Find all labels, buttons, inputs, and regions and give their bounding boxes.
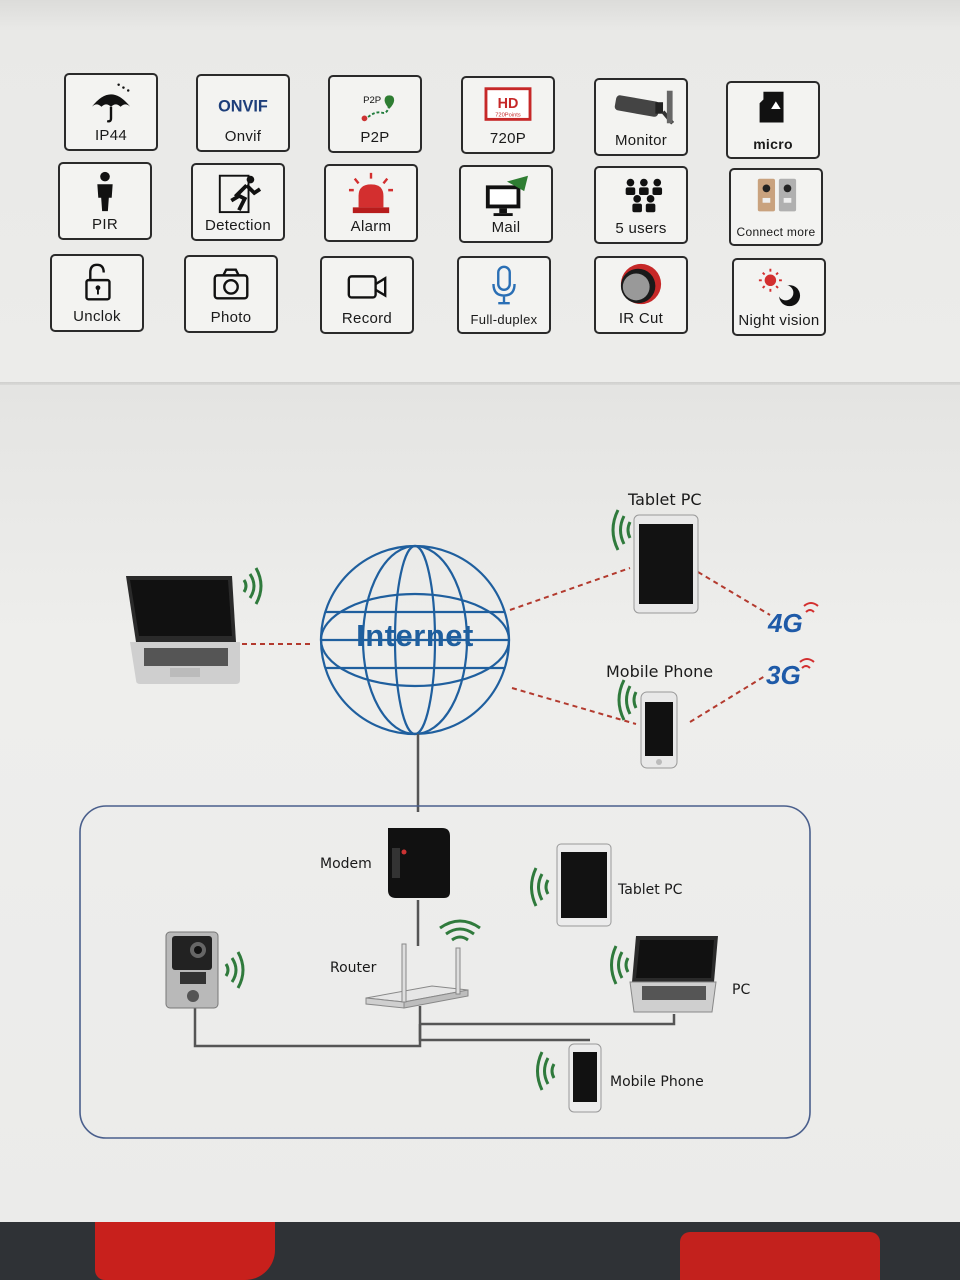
feature-connect-more: Connect more	[729, 168, 823, 246]
feature-label: PIR	[92, 216, 118, 233]
3g-badge: 3G	[766, 660, 801, 690]
feature-label: Onvif	[224, 128, 262, 145]
wifi-signal-icon	[439, 919, 481, 942]
feature-p2p: P2P P2P	[328, 75, 422, 153]
feature-720p: HD 720Points 720P	[461, 76, 555, 154]
wifi-signal-icon	[224, 951, 245, 989]
feature-label: 720P	[489, 130, 527, 147]
lan-wires	[193, 900, 676, 1048]
feature-monitor: Monitor	[594, 78, 688, 156]
mobile-phone-icon	[568, 1043, 602, 1113]
tablet-icon	[556, 843, 612, 927]
feature-label: Record	[341, 310, 393, 327]
tablet-icon	[633, 514, 699, 614]
wifi-signal-icon	[611, 509, 632, 551]
lan-tablet-pc-label: Tablet PC	[618, 882, 683, 898]
micro-sd-logo-text: micro	[753, 136, 793, 152]
feature-ip44: IP44	[64, 73, 158, 151]
feature-label: Full-duplex	[470, 312, 538, 327]
users-group-icon	[625, 178, 663, 213]
hd-screen-icon: HD 720Points	[484, 87, 532, 121]
mobile-phone-label: Mobile Phone	[606, 662, 714, 681]
feature-label: Night vision	[738, 312, 820, 329]
feature-label: Connect more	[736, 225, 816, 239]
network-diagram	[79, 509, 819, 1139]
camera-icon	[213, 268, 249, 300]
ir-cut-filter-icon	[620, 263, 662, 305]
video-camera-icon	[347, 275, 387, 299]
internet-label: Internet	[356, 618, 474, 653]
feature-detection: Detection	[191, 163, 285, 241]
hd-logo-text: HD	[498, 96, 519, 112]
feature-ir-cut: IR Cut	[594, 256, 688, 334]
feature-photo: Photo	[184, 255, 278, 333]
laptop-icon	[126, 576, 240, 684]
modem-icon	[388, 828, 450, 898]
wifi-signal-icon	[536, 1051, 556, 1091]
feature-night-vision: Night vision	[732, 258, 826, 336]
laptop-icon	[629, 936, 718, 1013]
dashed-connections	[242, 567, 771, 725]
wifi-signal-icon	[617, 679, 638, 721]
pc-label: PC	[732, 982, 751, 998]
p2p-logo-text: P2P	[363, 95, 381, 106]
doorbell-camera-icon	[165, 931, 219, 1009]
cctv-camera-icon	[614, 90, 675, 125]
feature-label: IR Cut	[618, 310, 664, 327]
person-icon	[97, 171, 113, 212]
red-shoe-right	[680, 1232, 880, 1280]
network-diagram-panel	[0, 385, 960, 1225]
feature-unlock: Unclok	[50, 254, 144, 332]
p2p-route-icon: P2P	[361, 95, 395, 122]
feature-label: Detection	[204, 217, 272, 234]
feature-label: Monitor	[614, 132, 668, 149]
unlock-icon	[85, 263, 111, 301]
feature-label: Photo	[210, 309, 252, 326]
feature-5-users: 5 users	[594, 166, 688, 244]
feature-label: Unclok	[73, 308, 121, 325]
feature-full-duplex: Full-duplex	[457, 256, 551, 334]
umbrella-icon	[91, 83, 131, 123]
modem-label: Modem	[320, 856, 372, 872]
siren-icon	[348, 172, 394, 214]
router-icon	[365, 943, 469, 1009]
cellular-signal-icon	[799, 602, 819, 669]
red-shoe-left	[95, 1222, 275, 1280]
feature-pir: PIR	[58, 162, 152, 240]
hd-logo-subtext: 720Points	[495, 112, 521, 118]
lan-mobile-phone-label: Mobile Phone	[610, 1074, 704, 1090]
feature-micro-sd: micro	[726, 81, 820, 159]
onvif-logo-icon: ONVIF	[218, 98, 268, 116]
feature-label: 5 users	[615, 220, 667, 237]
onvif-logo-text: ONVIF	[218, 98, 268, 116]
router-label: Router	[330, 960, 377, 976]
feature-label: Alarm	[350, 218, 392, 235]
feature-label: Mail	[491, 219, 521, 236]
internet-globe-icon	[319, 544, 511, 736]
feature-onvif: ONVIF Onvif	[196, 74, 290, 152]
feature-record: Record	[320, 256, 414, 334]
wifi-signal-icon	[242, 567, 263, 605]
tablet-pc-label: Tablet PC	[628, 490, 702, 509]
mobile-phone-icon	[640, 691, 678, 769]
micro-sd-card-icon	[759, 91, 784, 123]
intruder-detection-icon	[218, 174, 262, 214]
mail-monitor-icon	[485, 175, 529, 217]
wifi-signal-icon	[610, 945, 630, 985]
microphone-icon	[492, 265, 516, 305]
feature-mail: Mail	[459, 165, 553, 243]
feature-alarm: Alarm	[324, 164, 418, 242]
lan-boundary	[79, 805, 811, 1139]
doorbells-icon	[757, 178, 797, 212]
4g-badge: 4G	[768, 608, 803, 638]
feature-label: P2P	[360, 129, 390, 146]
day-night-icon	[758, 268, 801, 307]
wifi-signal-icon	[530, 867, 550, 907]
feature-label: IP44	[94, 127, 128, 144]
